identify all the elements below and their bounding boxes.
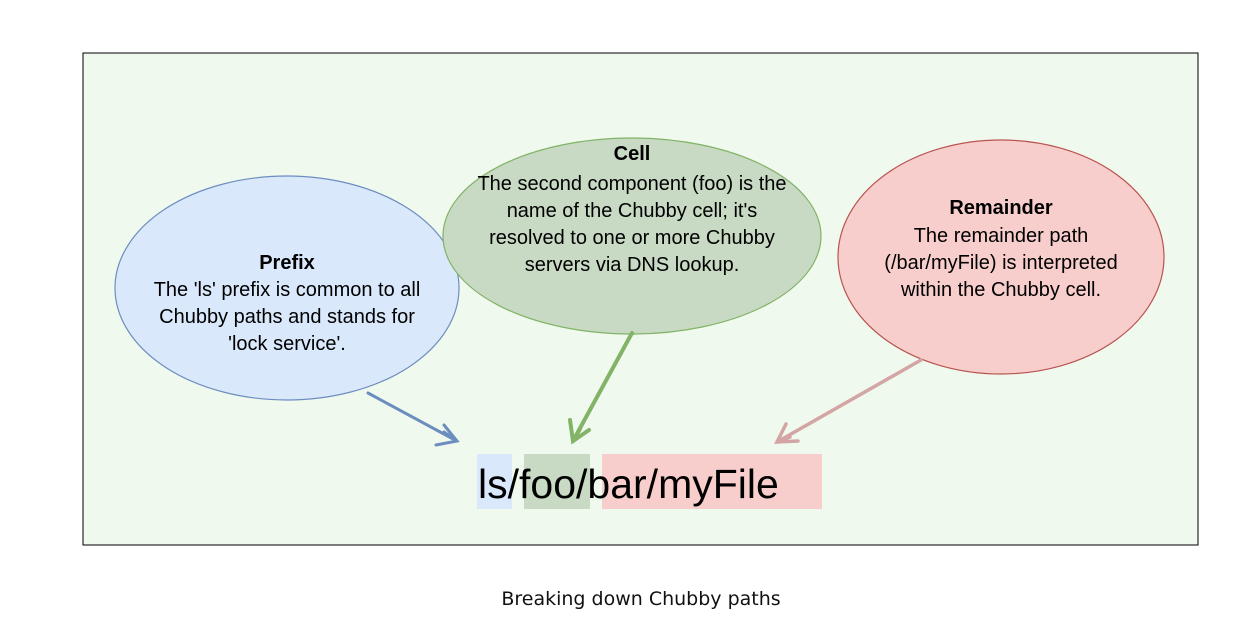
cell-line: name of the Chubby cell; it's	[507, 200, 758, 222]
prefix-line: The 'ls' prefix is common to all	[154, 279, 421, 301]
cell-line: The second component (foo) is the	[477, 173, 786, 195]
prefix-node: Prefix The 'ls' prefix is common to all …	[114, 175, 460, 401]
cell-line: servers via DNS lookup.	[525, 254, 740, 276]
figure-caption: Breaking down Chubby paths	[501, 588, 781, 610]
remainder-arrow	[774, 358, 923, 444]
path-remainder: bar/myFile	[587, 461, 778, 507]
remainder-highlight	[602, 454, 822, 509]
remainder-line: within the Chubby cell.	[900, 279, 1101, 301]
prefix-line: 'lock service'.	[228, 333, 346, 355]
path-separator: /	[576, 461, 588, 507]
remainder-title: Remainder	[949, 197, 1053, 219]
prefix-line: Chubby paths and stands for	[159, 306, 415, 328]
cell-line: resolved to one or more Chubby	[489, 227, 775, 249]
remainder-line: The remainder path	[914, 225, 1089, 247]
chubby-path: ls/foo/bar/myFile	[478, 461, 779, 507]
path-prefix: ls	[478, 461, 508, 507]
prefix-highlight	[477, 454, 512, 509]
path-cell: foo	[519, 461, 576, 507]
cell-highlight	[524, 454, 590, 509]
cell-title: Cell	[614, 143, 651, 165]
cell-node: Cell The second component (foo) is the n…	[442, 137, 822, 335]
prefix-arrow	[366, 391, 460, 447]
prefix-title: Prefix	[259, 252, 315, 274]
cell-arrow	[568, 331, 634, 445]
remainder-node: Remainder The remainder path (/bar/myFil…	[837, 139, 1165, 375]
remainder-line: (/bar/myFile) is interpreted	[884, 252, 1117, 274]
path-separator: /	[508, 461, 520, 507]
